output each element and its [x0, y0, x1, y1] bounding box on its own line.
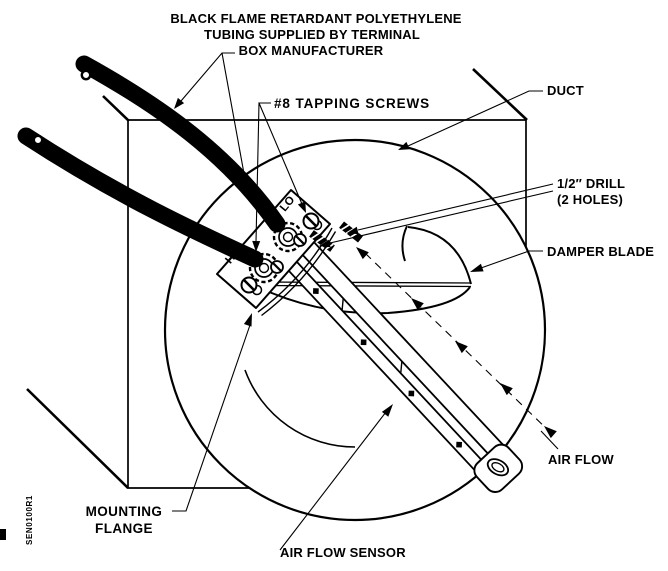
label-tubing-line3: BOX MANUFACTURER — [239, 43, 384, 58]
fitting-screw-high — [270, 260, 284, 274]
label-tubing-line1: BLACK FLAME RETARDANT POLYETHYLENE — [170, 11, 461, 26]
airflow-arrows — [356, 247, 559, 450]
tube-lower — [17, 127, 264, 268]
damper-blade — [257, 225, 472, 315]
damper-blade-shaft — [401, 225, 408, 262]
label-damper-blade: DAMPER BLADE — [547, 244, 654, 259]
labels: BLACK FLAME RETARDANT POLYETHYLENE TUBIN… — [0, 11, 654, 560]
tapping-screw-low — [302, 212, 323, 231]
airflow-sensor-probe — [276, 238, 524, 493]
tube-upper — [75, 55, 286, 233]
duct-inner-arc — [244, 369, 356, 448]
duct-box-corner-cut-bottom-left — [26, 388, 129, 489]
leader-tapping-screws — [252, 102, 306, 252]
probe-braces — [341, 298, 403, 374]
label-mounting-line1: MOUNTING — [86, 504, 163, 519]
page-registration-tick — [0, 529, 6, 540]
leader-drill — [319, 183, 554, 248]
probe-tip-port-inner — [491, 462, 505, 473]
leader-mounting-flange — [172, 313, 252, 512]
label-air-flow-sensor: AIR FLOW SENSOR — [280, 545, 406, 560]
label-duct: DUCT — [547, 83, 584, 98]
label-air-flow: AIR FLOW — [548, 452, 614, 467]
label-mounting-line2: FLANGE — [95, 521, 153, 536]
duct-box-corner-cut-top-left — [102, 95, 130, 122]
duct-box-corner-cut-top-right — [472, 68, 528, 121]
tapping-screw-high — [240, 276, 263, 296]
airflow-label-leader — [540, 430, 559, 450]
fitting-screw-low — [293, 233, 307, 247]
label-tapping-screws: #8 TAPPING SCREWS — [274, 96, 430, 111]
tube-lower-eyelet — [32, 134, 44, 146]
damper-blade-lower-rim — [257, 286, 471, 315]
tube-upper-eyelet — [80, 69, 92, 81]
damper-blade-upper-rim — [407, 226, 472, 285]
probe-sensing-ports — [312, 288, 462, 448]
leader-damper-blade — [470, 250, 543, 272]
leader-duct — [398, 90, 543, 150]
label-drill-line1: 1/2″ DRILL — [557, 176, 625, 191]
label-doc-code: SEN0100R1 — [25, 495, 34, 545]
leaders — [172, 52, 554, 551]
label-tubing-line2: TUBING SUPPLIED BY TERMINAL — [204, 27, 420, 42]
tubing — [17, 55, 286, 268]
duct-box — [26, 68, 528, 489]
label-drill-line2: (2 HOLES) — [557, 192, 623, 207]
leader-tubing — [174, 52, 249, 189]
leader-airflow-sensor — [279, 404, 393, 551]
damper-blade-edge — [257, 281, 472, 288]
